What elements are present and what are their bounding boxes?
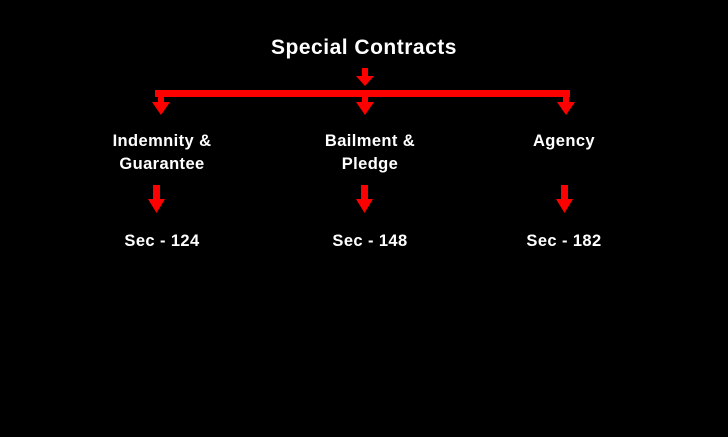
diagram-title: Special Contracts — [271, 36, 457, 59]
branch-arrow-2 — [356, 96, 374, 115]
section-arrow-2 — [356, 185, 373, 213]
category-2-line2: Pledge — [341, 155, 399, 173]
section-arrow-1 — [148, 185, 165, 213]
branch-arrow-3 — [557, 96, 575, 115]
category-2-section: Sec - 148 — [332, 232, 408, 250]
category-3-line1: Agency — [532, 132, 595, 150]
connector-bar — [155, 90, 570, 97]
category-3-section: Sec - 182 — [526, 232, 602, 250]
category-2-line1: Bailment & — [324, 132, 416, 150]
category-1-line1: Indemnity & — [112, 132, 212, 150]
category-1-section: Sec - 124 — [124, 232, 200, 250]
title-arrow — [356, 68, 374, 86]
section-arrow-3 — [556, 185, 573, 213]
category-1-line2: Guarantee — [119, 155, 205, 173]
branch-arrow-1 — [152, 96, 170, 115]
